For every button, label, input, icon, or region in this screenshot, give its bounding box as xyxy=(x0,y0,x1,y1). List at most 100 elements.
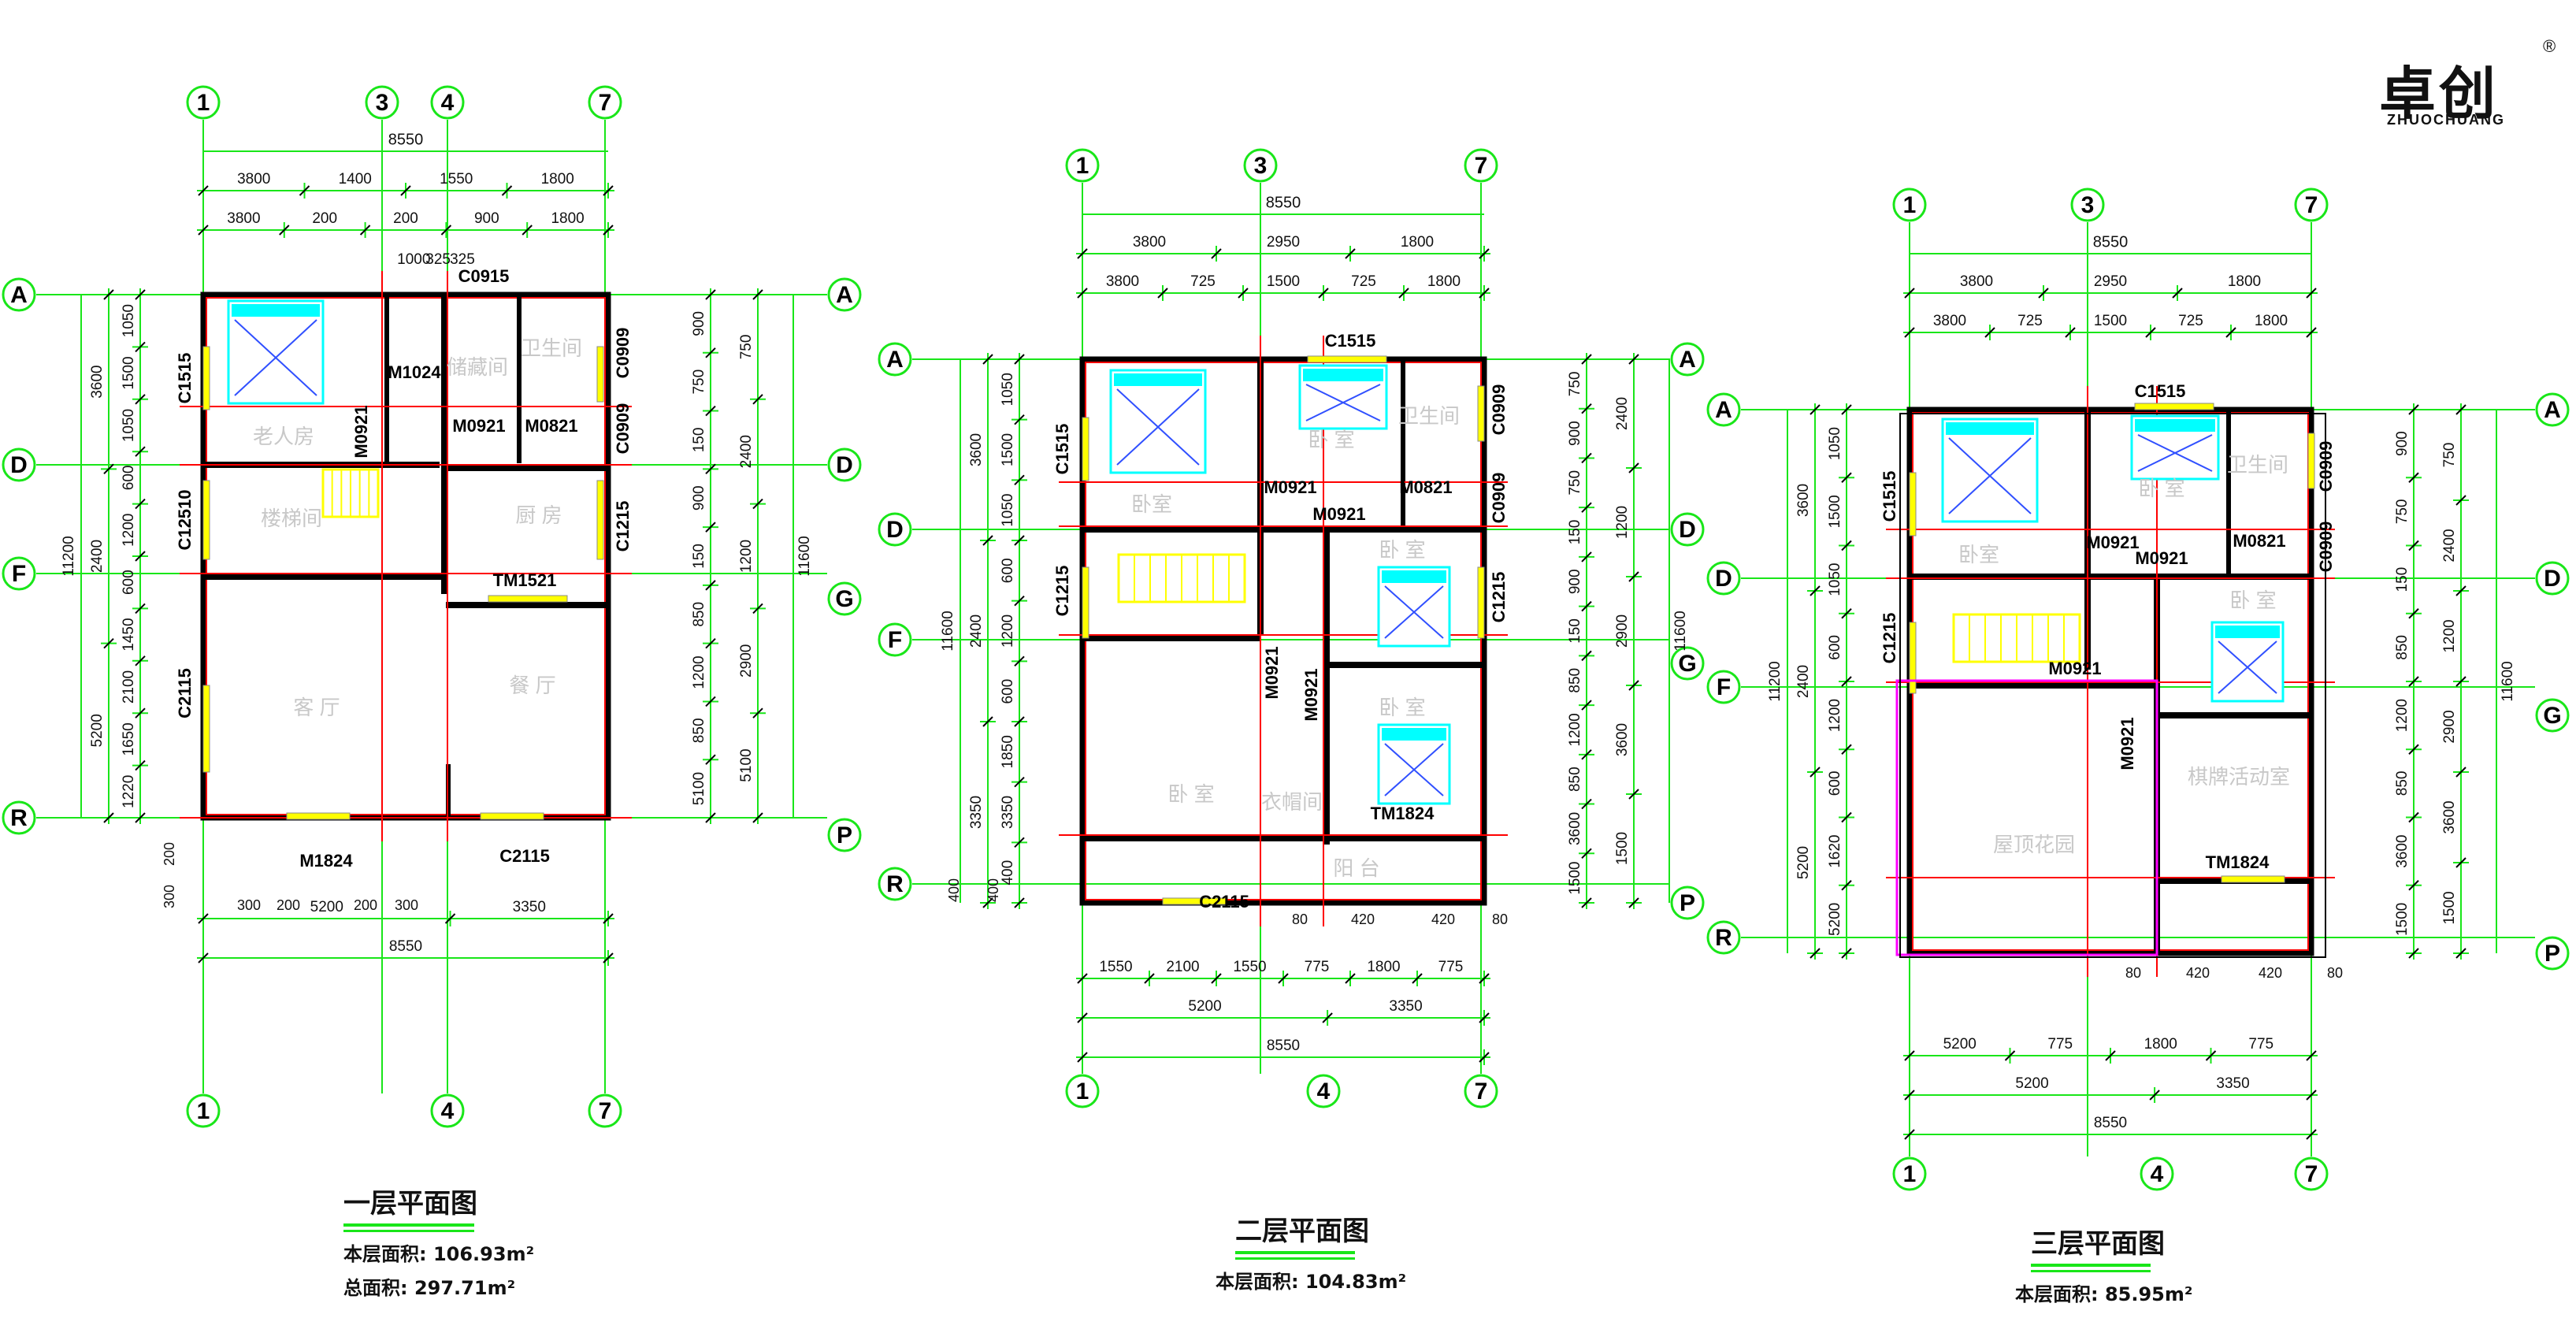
dimension-tick xyxy=(440,225,452,236)
dimension-tick xyxy=(705,347,716,358)
dimension-tick xyxy=(705,812,716,823)
interior-wall xyxy=(1082,526,1260,533)
axis-left-F-circle xyxy=(2,556,36,591)
dimension-tick xyxy=(1904,288,1915,299)
dim-left-2-label-7: 3350 xyxy=(1000,796,1016,829)
opening-label-7: M0921 xyxy=(1262,646,1282,699)
dimension-tick xyxy=(2455,767,2467,778)
dim-top-row3-0: 1000 xyxy=(397,251,430,268)
bed xyxy=(1298,364,1388,430)
dim-left-2-label-1: 1500 xyxy=(121,356,137,389)
dimension-tick xyxy=(1904,1129,1915,1140)
room-label-5: 卧 室 xyxy=(1167,782,1214,806)
interior-wall xyxy=(1910,574,2088,580)
dimension-tick xyxy=(2145,327,2156,338)
axis-right-P-circle xyxy=(2535,936,2570,971)
dim-top-row2-label-3: 725 xyxy=(1351,273,1376,290)
dimension-tick xyxy=(359,225,371,236)
dim-top-row1-label-0: 3800 xyxy=(1960,273,1993,290)
dim-right-1-label-4: 3600 xyxy=(2441,800,2458,833)
floor1-title: 一层平面图 xyxy=(343,1188,477,1220)
axis-right-D-circle xyxy=(2535,561,2570,596)
dimension-tick xyxy=(1479,248,1490,259)
dimension-tick xyxy=(1628,354,1639,365)
bed xyxy=(2210,621,2285,703)
axis-bottom-4-label: 4 xyxy=(441,1098,455,1124)
dim-left-2-label-8: 400 xyxy=(1000,860,1016,885)
floor1-title-underline2 xyxy=(343,1230,474,1232)
dimension-tick xyxy=(1628,462,1639,473)
dimension-tick xyxy=(2455,495,2467,506)
dim-small-2: 420 xyxy=(2259,965,2282,981)
dimension-tick xyxy=(1581,452,1592,464)
dim-top-row2-label-1: 200 xyxy=(312,210,337,227)
dim-top-row2-label-2: 1500 xyxy=(2094,313,2127,329)
axis-bottom-7-label: 7 xyxy=(1475,1079,1488,1105)
bed-headboard xyxy=(1303,369,1383,381)
dim-right-1-label-4: 1500 xyxy=(1614,832,1631,865)
axis-left-A-circle xyxy=(2,277,36,312)
interior-wall xyxy=(1082,835,1323,841)
dim-right-1-label-1: 2400 xyxy=(2441,529,2458,562)
opening-label-2: C0909 xyxy=(1489,384,1509,436)
dimension-tick xyxy=(1412,973,1423,984)
opening-label-1: C1515 xyxy=(1052,424,1072,475)
dimension-tick xyxy=(1581,502,1592,513)
dim-bottom-row2-label-1: 3350 xyxy=(2216,1075,2249,1092)
dimension-tick xyxy=(1841,540,1852,551)
dimension-tick xyxy=(135,341,146,353)
window-opening xyxy=(2221,875,2285,883)
dimension-tick xyxy=(1581,551,1592,562)
opening-label-0: C1515 xyxy=(1325,331,1376,351)
dim-right-2-label-8: 5100 xyxy=(691,772,707,805)
dimension-tick xyxy=(1841,811,1852,823)
dimension-tick xyxy=(603,185,614,196)
dim-bottom-row1-label-4: 1800 xyxy=(1367,959,1400,975)
axis-bottom-1-circle xyxy=(186,1093,221,1128)
dim-right-1-label-0: 2400 xyxy=(1614,397,1631,430)
floor1-caption: 一层平面图 本层面积: 106.93m² 总面积: 297.71m² xyxy=(343,1182,534,1300)
axis-left-F-label: F xyxy=(12,561,26,587)
dim-small-5: 400 xyxy=(985,878,1001,902)
dimension-tick xyxy=(135,498,146,510)
opening-label-8: C1215 xyxy=(1880,613,1899,664)
axis-bottom-1-label: 1 xyxy=(1903,1161,1917,1187)
dim-right-2-label-3: 150 xyxy=(1567,520,1583,545)
dimension-tick xyxy=(1841,880,1852,891)
dim-top-row3-2: 325 xyxy=(450,251,475,268)
interior-wall xyxy=(446,602,608,608)
interior-wall xyxy=(2088,574,2311,580)
dim-left-2-label-6: 1450 xyxy=(121,618,137,651)
dim-right-total: 11600 xyxy=(2500,661,2516,701)
dim-bottom-total-label-0: 8550 xyxy=(2094,1115,2127,1131)
window-opening xyxy=(1162,897,1227,905)
axis-right-D-label: D xyxy=(836,452,853,478)
floor3-title-underline xyxy=(2031,1264,2151,1267)
dimension-tick xyxy=(1345,973,1356,984)
axis-top-3-circle xyxy=(2070,187,2105,222)
bed-headboard xyxy=(2135,419,2215,432)
dim-small-4: 200 xyxy=(354,897,377,913)
dim-top-row1-label-2: 1550 xyxy=(440,171,473,187)
dim-right-2-label-5: 150 xyxy=(1567,618,1583,644)
dim-bottom-row1-label-1: 2100 xyxy=(1166,959,1199,975)
axis-left-D-label: D xyxy=(886,517,904,543)
dim-left-1-label-0: 3600 xyxy=(1795,484,1812,517)
axis-left-F-label: F xyxy=(888,627,902,653)
axis-right-A-circle xyxy=(1670,342,1705,377)
dimension-tick xyxy=(2004,1050,2016,1061)
dim-right-total: 11600 xyxy=(1672,611,1689,651)
dimension-tick xyxy=(198,913,209,924)
dimension-tick xyxy=(1014,595,1025,607)
opening-label-9: M0921 xyxy=(2118,717,2137,770)
dim-left-2-label-7: 5200 xyxy=(1827,903,1843,936)
axis-left-D-circle xyxy=(1706,561,1741,596)
opening-label-13: M0921 xyxy=(452,416,505,436)
dim-right-2-label-0: 750 xyxy=(1567,372,1583,397)
dim-top-row2-label-4: 1800 xyxy=(2255,313,2288,329)
dim-left-2-label-1: 1500 xyxy=(1827,495,1843,528)
dimension-tick xyxy=(2408,948,2419,959)
dim-right-2-label-4: 900 xyxy=(1567,569,1583,594)
dimension-tick xyxy=(1628,789,1639,800)
